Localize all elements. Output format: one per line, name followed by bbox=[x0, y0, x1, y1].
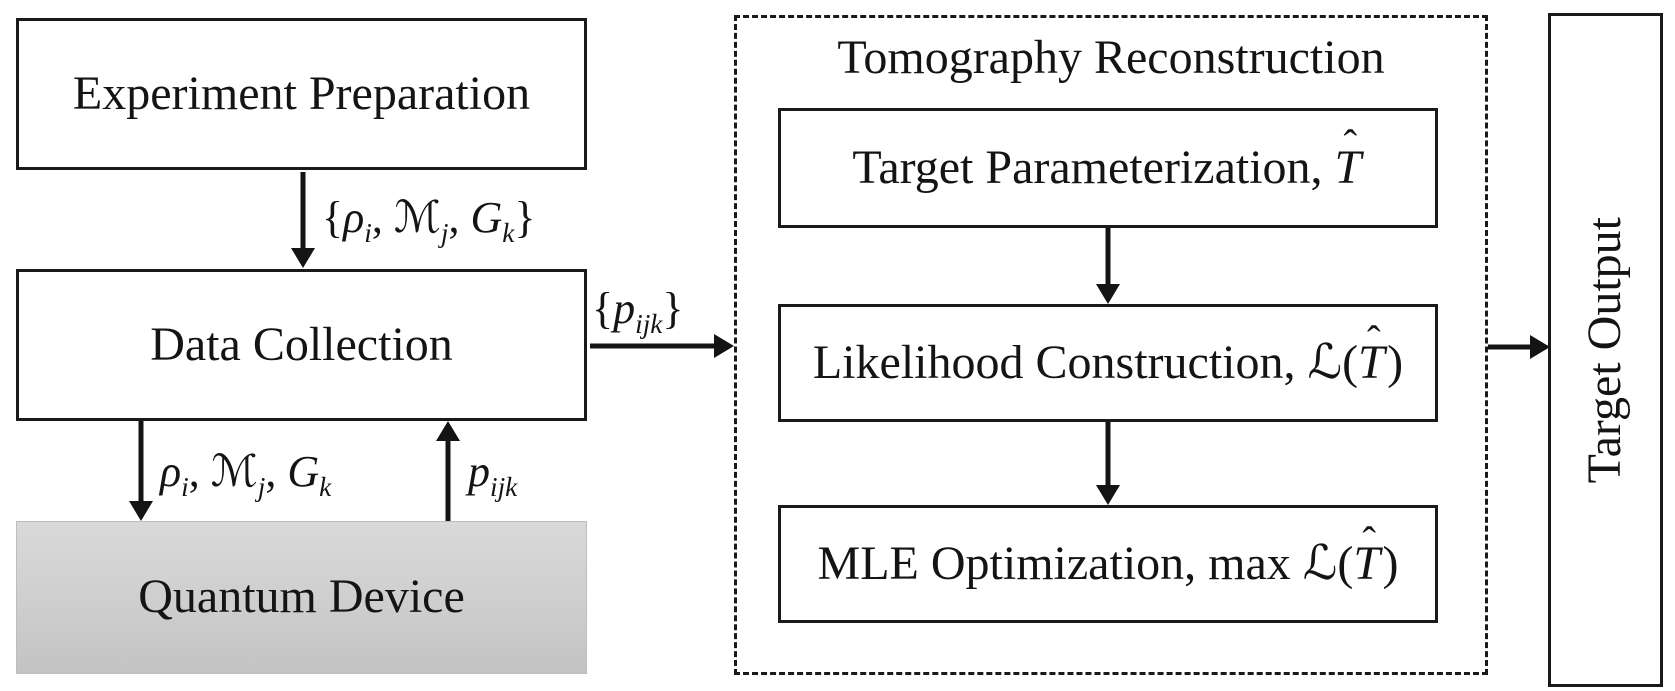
edge-label-states-povm-gates-set: {ρi, ℳj, Gk} bbox=[322, 192, 536, 248]
arrow-quantum-to-data bbox=[436, 421, 460, 521]
arrow-shaft bbox=[300, 172, 306, 250]
node-data-collection: Data Collection bbox=[16, 269, 587, 421]
arrow-shaft bbox=[1105, 228, 1111, 286]
node-target-output-label: Target Output bbox=[1578, 216, 1632, 484]
arrowhead-down-icon bbox=[129, 501, 153, 521]
node-data-collection-label: Data Collection bbox=[150, 317, 453, 371]
node-experiment-preparation: Experiment Preparation bbox=[16, 18, 587, 170]
arrow-shaft bbox=[590, 343, 716, 349]
arrow-tomography-to-output bbox=[1488, 335, 1550, 359]
edge-label-probabilities: pijk bbox=[468, 447, 518, 502]
node-target-output: Target Output bbox=[1548, 13, 1663, 687]
arrowhead-down-icon bbox=[1096, 284, 1120, 304]
arrowhead-down-icon bbox=[1096, 485, 1120, 505]
arrow-data-to-tomography bbox=[590, 334, 734, 358]
arrow-shaft bbox=[1105, 422, 1111, 487]
node-quantum-device-label: Quantum Device bbox=[138, 570, 465, 624]
edge-label-probabilities-set: {pijk} bbox=[592, 284, 684, 339]
arrowhead-down-icon bbox=[291, 248, 315, 268]
arrow-param-to-likelihood bbox=[1096, 228, 1120, 304]
node-quantum-device: Quantum Device bbox=[16, 521, 587, 674]
arrow-shaft bbox=[138, 421, 144, 503]
edge-label-states-povm-gates: ρi, ℳj, Gk bbox=[160, 446, 332, 502]
group-tomography-title: Tomography Reconstruction bbox=[837, 31, 1385, 84]
arrow-experiment-to-data bbox=[291, 172, 315, 268]
arrow-shaft bbox=[1488, 344, 1532, 350]
arrow-shaft bbox=[445, 439, 451, 521]
arrowhead-up-icon bbox=[436, 421, 460, 441]
arrowhead-right-icon bbox=[714, 334, 734, 358]
node-experiment-preparation-label: Experiment Preparation bbox=[72, 66, 531, 120]
arrow-data-to-quantum bbox=[129, 421, 153, 521]
arrowhead-right-icon bbox=[1530, 335, 1550, 359]
arrow-likelihood-to-mle bbox=[1096, 422, 1120, 505]
group-tomography-reconstruction bbox=[734, 15, 1488, 675]
